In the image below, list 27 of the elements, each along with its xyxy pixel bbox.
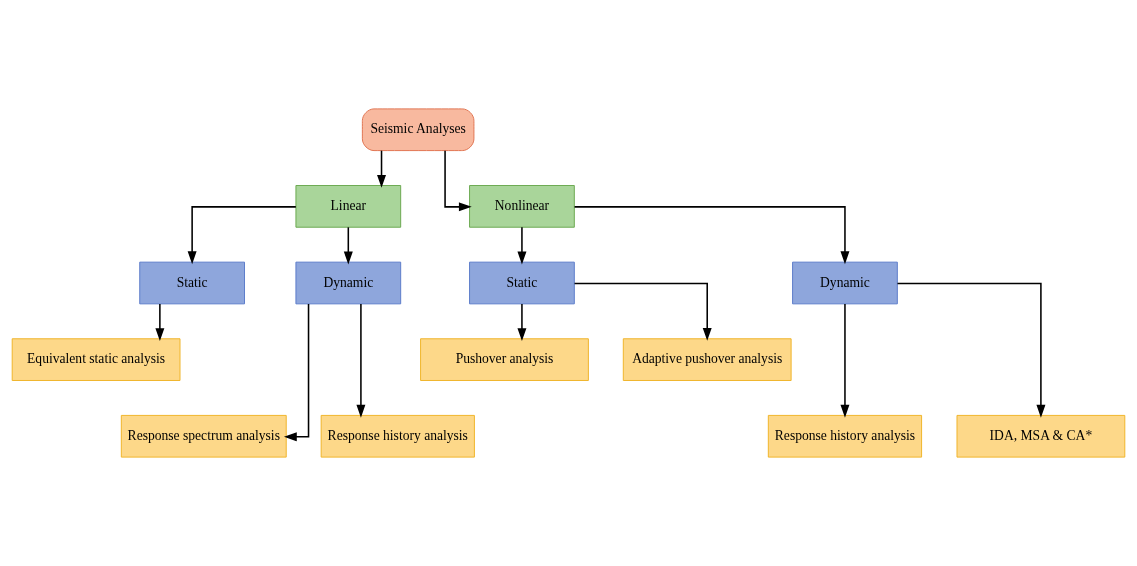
node-box: Adaptive pushover analysis: [622, 338, 792, 381]
arrow: [187, 206, 297, 265]
node-box: IDA, MSA & CA*: [956, 414, 1126, 458]
arrow: [356, 303, 366, 418]
arrow: [573, 282, 712, 341]
arrow: [517, 226, 527, 265]
node-box: Equivalent static analysis: [11, 338, 181, 381]
arrow: [283, 303, 310, 442]
arrow: [155, 303, 165, 342]
arrow: [444, 150, 472, 212]
node-box: Response spectrum analysis: [120, 414, 287, 458]
node-box: Static: [139, 261, 245, 305]
node-box: Response history analysis: [767, 414, 923, 458]
node-box: Response history analysis: [320, 414, 475, 458]
node-box: Nonlinear: [469, 185, 575, 228]
node-box: Dynamic: [295, 261, 402, 305]
node-box: Pushover analysis: [420, 338, 589, 381]
arrow: [377, 149, 386, 188]
node-box: Linear: [295, 185, 402, 228]
arrow: [573, 206, 850, 265]
arrow: [840, 303, 850, 418]
node-box: Dynamic: [792, 261, 898, 305]
arrow: [896, 282, 1046, 418]
node-box: Static: [469, 261, 575, 305]
node-box: Seismic Analyses: [361, 108, 475, 152]
arrow: [343, 226, 353, 265]
arrow: [517, 303, 527, 342]
